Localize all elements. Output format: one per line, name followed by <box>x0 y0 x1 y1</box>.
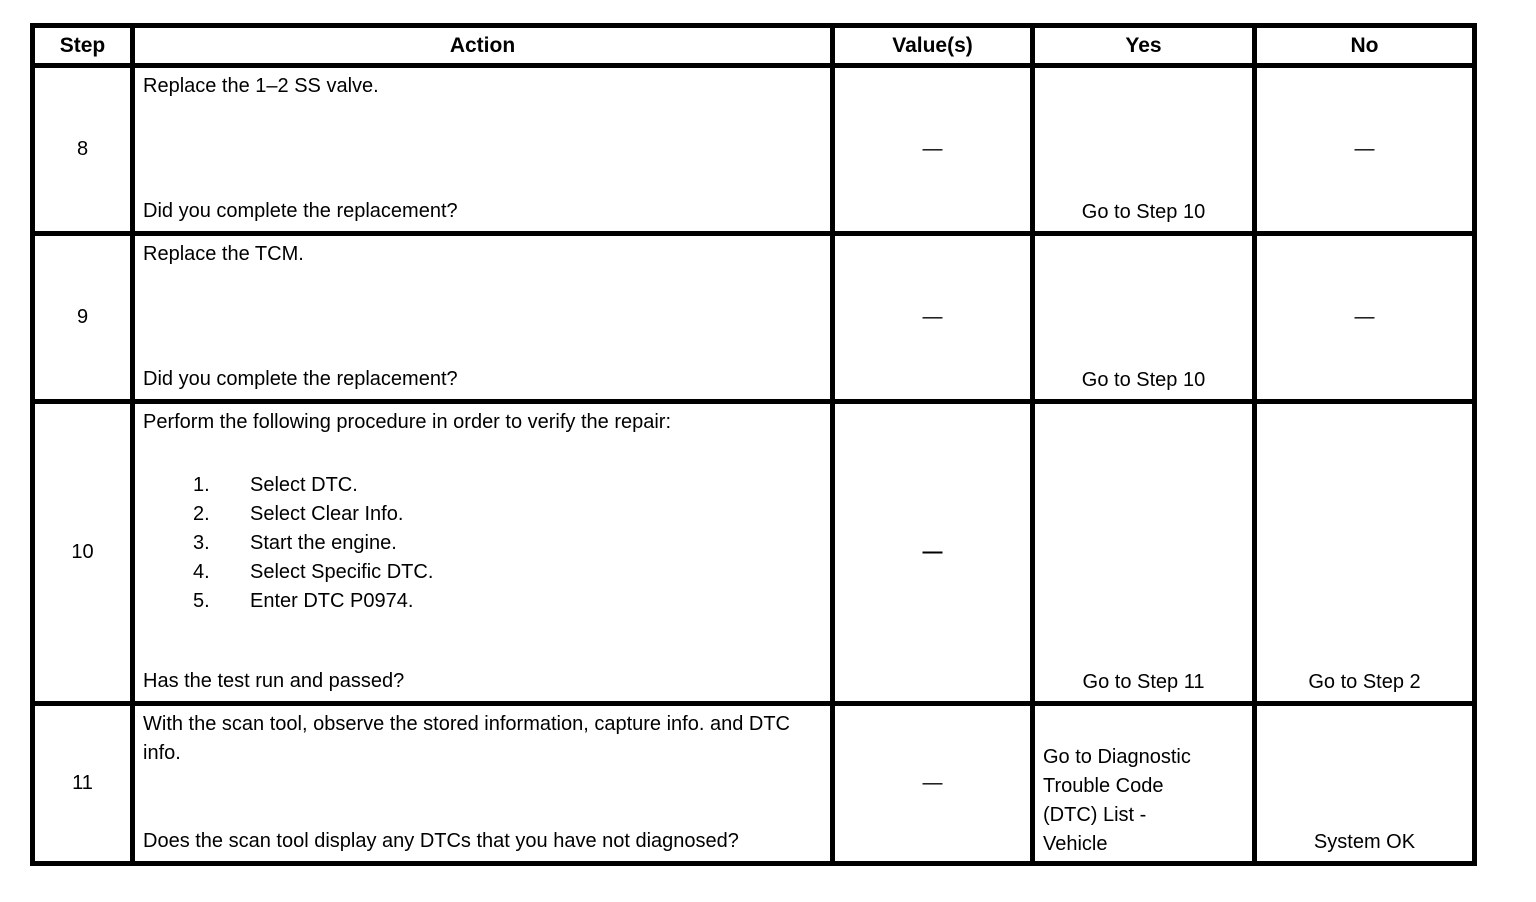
action-text: With the scan tool, observe the stored i… <box>143 713 790 764</box>
table-row-step-8: 8 Replace the 1–2 SS valve. Did you comp… <box>30 63 1477 236</box>
no-cell: — <box>1252 231 1477 404</box>
step-number: 9 <box>30 231 135 404</box>
step-number: 8 <box>30 63 135 236</box>
list-item-text: Select Clear Info. <box>250 503 404 525</box>
action-question: Does the scan tool display any DTCs that… <box>143 830 739 852</box>
action-question: Has the test run and passed? <box>143 670 405 692</box>
yes-cell: Go to Diagnostic Trouble Code (DTC) List… <box>1030 701 1257 866</box>
procedure-list: 1. Select DTC. 2. Select Clear Info. 3. … <box>143 471 822 616</box>
yes-cell: Go to Step 10 <box>1030 231 1257 404</box>
header-row: Step Action Value(s) Yes No <box>30 23 1477 68</box>
list-item: 4. Select Specific DTC. <box>143 558 822 587</box>
yes-text-line: Trouble Code <box>1043 775 1164 797</box>
table-row-step-10: 10 Perform the following procedure in or… <box>30 399 1477 706</box>
action-question: Did you complete the replacement? <box>143 200 458 222</box>
action-cell: Replace the TCM. Did you complete the re… <box>130 231 835 404</box>
yes-text-line: (DTC) List - <box>1043 804 1147 826</box>
list-item-number: 1. <box>193 474 210 496</box>
list-item: 5. Enter DTC P0974. <box>143 587 822 616</box>
list-item-number: 4. <box>193 561 210 583</box>
action-cell: Replace the 1–2 SS valve. Did you comple… <box>130 63 835 236</box>
list-item: 3. Start the engine. <box>143 529 822 558</box>
column-header-no: No <box>1252 23 1477 68</box>
list-item-number: 2. <box>193 503 210 525</box>
action-text: Perform the following procedure in order… <box>143 411 672 433</box>
yes-text-line: Vehicle <box>1043 833 1108 855</box>
column-header-yes: Yes <box>1030 23 1257 68</box>
list-item-text: Start the engine. <box>250 532 397 554</box>
step-number: 11 <box>30 701 135 866</box>
list-item-text: Select Specific DTC. <box>250 561 434 583</box>
list-item: 2. Select Clear Info. <box>143 500 822 529</box>
list-item-number: 5. <box>193 590 210 612</box>
no-cell: — <box>1252 63 1477 236</box>
list-item: 1. Select DTC. <box>143 471 822 500</box>
list-item-number: 3. <box>193 532 210 554</box>
column-header-action: Action <box>130 23 835 68</box>
no-cell: System OK <box>1252 701 1477 866</box>
column-header-step: Step <box>30 23 135 68</box>
action-question: Did you complete the replacement? <box>143 368 458 390</box>
action-text: Replace the TCM. <box>143 243 304 265</box>
table-row-step-9: 9 Replace the TCM. Did you complete the … <box>30 231 1477 404</box>
table-row-step-11: 11 With the scan tool, observe the store… <box>30 701 1477 866</box>
action-text: Replace the 1–2 SS valve. <box>143 75 379 97</box>
yes-cell: Go to Step 11 <box>1030 399 1257 706</box>
value-cell: — <box>830 701 1035 866</box>
yes-cell: Go to Step 10 <box>1030 63 1257 236</box>
diagnostic-table-container: Step Action Value(s) Yes No 8 Replace th… <box>30 23 1477 866</box>
no-cell: Go to Step 2 <box>1252 399 1477 706</box>
list-item-text: Select DTC. <box>250 474 358 496</box>
action-cell: Perform the following procedure in order… <box>130 399 835 706</box>
value-cell: — <box>830 399 1035 706</box>
list-item-text: Enter DTC P0974. <box>250 590 414 612</box>
step-number: 10 <box>30 399 135 706</box>
diagnostic-table: Step Action Value(s) Yes No 8 Replace th… <box>30 23 1477 866</box>
value-cell: — <box>830 231 1035 404</box>
action-cell: With the scan tool, observe the stored i… <box>130 701 835 866</box>
column-header-values: Value(s) <box>830 23 1035 68</box>
value-cell: — <box>830 63 1035 236</box>
yes-text-line: Go to Diagnostic <box>1043 746 1191 768</box>
